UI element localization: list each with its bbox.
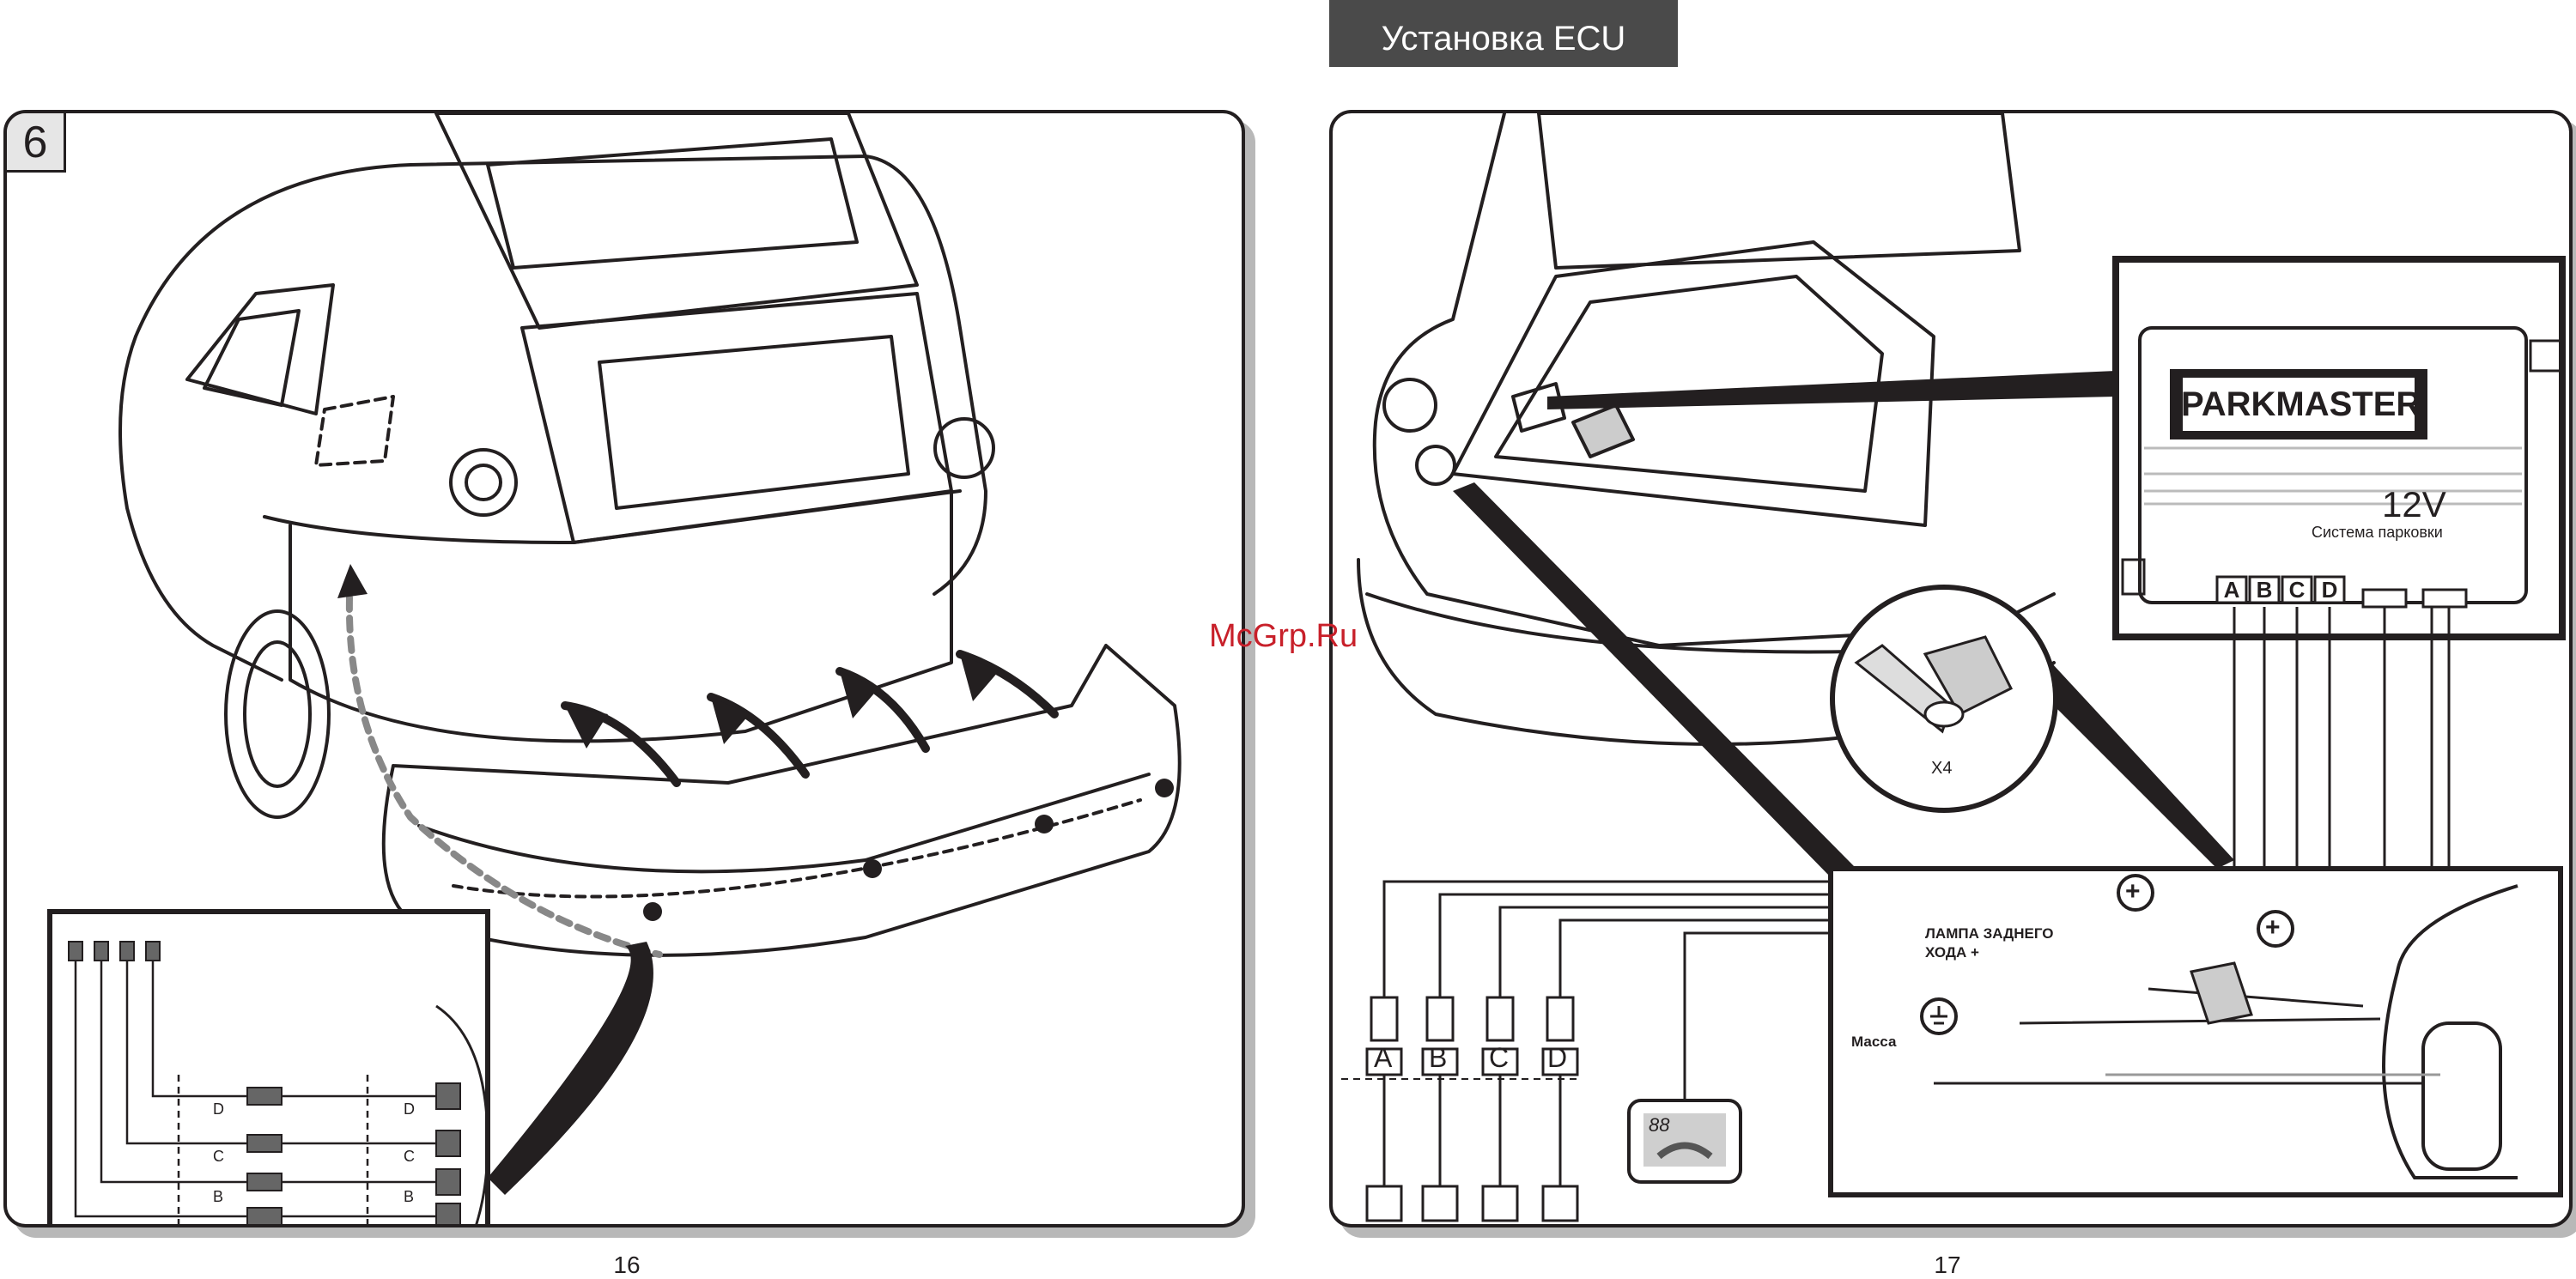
ecu-voltage: 12V xyxy=(2382,484,2446,524)
ecu-installation-illustration xyxy=(1341,113,2566,1222)
reverse-lamp-label-line1: ЛАМПА ЗАДНЕГО xyxy=(1925,925,2054,942)
reverse-lamp-label-line2: ХОДА + xyxy=(1925,944,1979,961)
sensor-label-a: A xyxy=(1374,1042,1393,1073)
inset-label-right-d: D xyxy=(404,1100,415,1118)
watermark: McGrp.Ru xyxy=(1209,618,1358,654)
plus-symbol-2: + xyxy=(2265,913,2281,942)
page-number-left: 16 xyxy=(613,1252,641,1278)
parking-display xyxy=(1627,1099,1742,1184)
left-illustration-panel: 6 xyxy=(3,110,1245,1227)
connector-callout xyxy=(1830,585,2058,813)
display-digits: 88 xyxy=(1649,1114,1670,1136)
ecu-port-b: B xyxy=(2256,577,2273,603)
plus-symbol-1: + xyxy=(2125,877,2141,906)
ecu-port-a: A xyxy=(2223,577,2240,603)
wiring-detail-box xyxy=(1828,866,2563,1197)
section-title: Установка ECU xyxy=(1329,0,1678,67)
inset-label-left-b: B xyxy=(213,1188,224,1205)
sensor-label-c: C xyxy=(1489,1042,1510,1073)
ground-label: Масса xyxy=(1851,1034,1897,1050)
sensor-connectors xyxy=(1365,996,1579,1222)
ecu-port-c: C xyxy=(2288,577,2306,603)
connector-callout-label: X4 xyxy=(1931,759,1953,778)
ecu-brand: PARKMASTER xyxy=(2181,385,2421,423)
car-rear-bumper-illustration xyxy=(47,113,1182,1224)
inset-label-right-c: C xyxy=(404,1148,415,1165)
sensor-label-b: B xyxy=(1429,1042,1448,1073)
inset-label-left-c: C xyxy=(213,1148,224,1165)
step-number-badge: 6 xyxy=(7,113,66,173)
ecu-port-d: D xyxy=(2321,577,2338,603)
wiring-inset xyxy=(47,909,490,1224)
page-number-right: 17 xyxy=(1934,1252,1961,1278)
ecu-zoom-box xyxy=(2112,113,2566,640)
sensor-label-d: D xyxy=(1547,1042,1568,1073)
inset-label-left-d: D xyxy=(213,1100,224,1118)
ecu-subtitle: Система парковки xyxy=(2312,524,2443,541)
inset-label-right-b: B xyxy=(404,1188,415,1205)
right-illustration-panel: PARKMASTER 12V Система парковки A B C D … xyxy=(1329,110,2573,1227)
